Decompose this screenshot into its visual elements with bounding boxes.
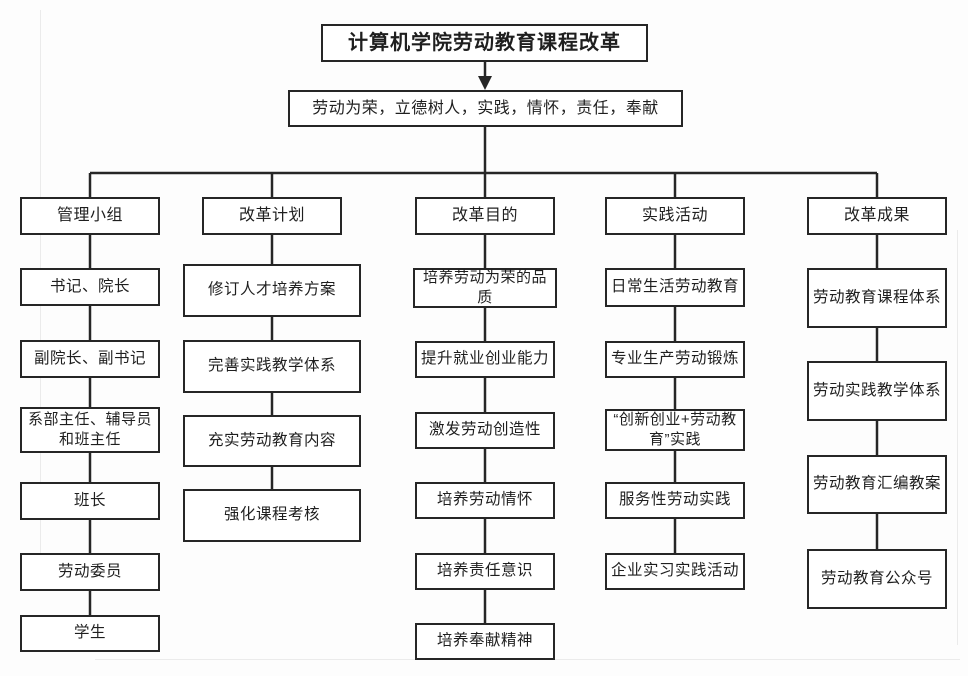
col4-header-practice-activities: 实践活动 [605,197,745,235]
col3-item-labor-sentiment: 培养劳动情怀 [415,482,555,519]
col5-header-reform-results: 改革成果 [807,197,947,235]
col4-item-daily-life-labor: 日常生活劳动教育 [605,268,745,307]
col4-item-service-labor: 服务性劳动实践 [605,482,745,519]
col3-item-responsibility: 培养责任意识 [415,553,555,590]
col5-item-practice-teaching-system: 劳动实践教学体系 [807,361,947,421]
col4-item-professional-labor: 专业生产劳动锻炼 [605,341,745,378]
root-title-box: 计算机学院劳动教育课程改革 [321,24,648,62]
col2-item-improve-practice-system: 完善实践教学体系 [183,340,361,393]
col2-item-strengthen-assessment: 强化课程考核 [183,489,361,542]
col1-item-students: 学生 [20,615,160,652]
col1-header-management-group: 管理小组 [20,197,160,235]
col1-item-labor-committee: 劳动委员 [20,553,160,591]
col4-item-enterprise-internship: 企业实习实践活动 [605,553,745,590]
col3-header-reform-purpose: 改革目的 [415,197,555,235]
col3-item-employment-ability: 提升就业创业能力 [415,341,555,378]
col1-item-vice-dean: 副院长、副书记 [20,340,160,378]
col2-item-enrich-content: 充实劳动教育内容 [183,415,361,467]
col2-header-reform-plan: 改革计划 [202,197,342,235]
col3-item-creativity: 激发劳动创造性 [415,412,555,449]
col1-item-dept-heads: 系部主任、辅导员和班主任 [20,407,160,453]
col3-item-labor-pride: 培养劳动为荣的品质 [413,268,557,308]
col1-item-secretary-dean: 书记、院长 [20,268,160,306]
col3-item-dedication: 培养奉献精神 [415,623,555,660]
arrowhead-icon [478,76,492,90]
col4-item-innovation-practice: “创新创业+劳动教育”实践 [605,409,745,451]
col5-item-compiled-lesson-plans: 劳动教育汇编教案 [807,455,947,514]
scan-artifact-right [957,230,958,645]
motto-box: 劳动为荣，立德树人，实践，情怀，责任，奉献 [288,90,683,127]
col1-item-class-monitor: 班长 [20,482,160,520]
col2-item-revise-training-plan: 修订人才培养方案 [183,264,361,317]
col5-item-curriculum-system: 劳动教育课程体系 [807,268,947,328]
col5-item-official-account: 劳动教育公众号 [807,549,947,609]
